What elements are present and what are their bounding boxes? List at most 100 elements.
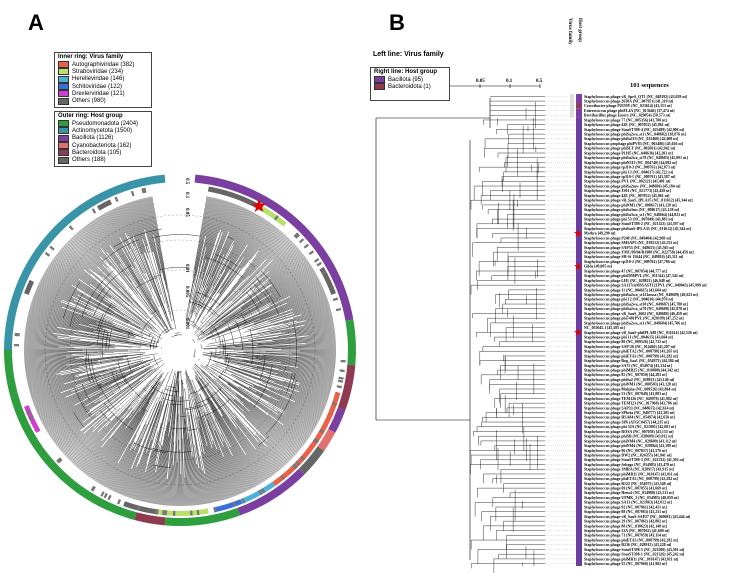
leaf-label: Staphylococcus phage Sebago (NC_054985) … [584,463,675,467]
leaf-label: Staphylococcus phage phiMR11 (NC_010147)… [584,557,678,561]
leaf-label: Staphylococcus phage 53 (NC_007049) [43,… [584,392,667,396]
leaf-label: Staphylococcus phage StauST398-5 (NC_023… [584,548,684,552]
leaf-label: Staphylococcus phage 92 (NC_007061) [42,… [584,505,667,509]
leaf-label: Staphylococcus phage vB_SauS-phiIPLA88 (… [584,331,698,335]
leaf-label: Staphylococcus phage phi2958PVL (NC_0113… [584,274,683,278]
star-marker-icon [574,328,582,336]
legend-label: Schitoviridae (122) [72,83,123,90]
leaf-label: Staphylococcus phage PVL (NC_002321) [41… [584,180,670,184]
leaf-label: Staphylococcus phage 42E (NC_007052) [45… [584,123,669,127]
leaf-label: Brevibacillus phage Emery (NC_029054) [5… [584,114,670,118]
scale-tick-label: 0.01 [184,264,189,273]
leaf-label: Staphylococcus phage 42E (NC_007052) [45… [584,194,669,198]
leaf-label: Staphylococcus phage phiETA3 (NC_008799)… [584,538,678,542]
leaf-label: Staphylococcus phage TEM123 (NC_017968) … [584,402,678,406]
leaf-label: Staphylococcus phage TEM126 (NC_049970) … [584,397,678,401]
leaf-label: Staphylococcus phage SAP33 (NC_048655) [… [584,246,674,250]
inner-legend-title: Inner ring: Virus family [58,54,124,60]
leaf-label: Staphylococcus phage 96 (NC_007057) [43,… [584,449,667,453]
leaf-label: Staphylococcus phage phi 13 (NC_004617) … [584,170,673,174]
leaf-label: Staphylococcus phage phiNM4 (NC_028864) … [584,444,677,448]
leaf-label: Staphylococcus phage 11 (NC_004615) [43,… [584,288,667,292]
leaf-label: Staphylococcus phage phiNM1 (NC_008583) … [584,383,677,387]
leaf-label: Staphylococcus phage P240 (NC_049404) [4… [584,236,671,240]
leaf-label: Staphylococcus phage phiSa2wa_st78 (NC_0… [584,156,688,160]
leaf-label: Staphylococcus phage 29 (NC_007061) [42,… [584,520,667,524]
outer-legend-item: Actinomycetota (1500) [55,127,151,135]
leaf-label: Staphylococcus phage phiSa3wa_st1 (NC_04… [584,213,686,217]
legend-label: Pseudomonadota (2404) [72,120,139,127]
leaf-label: Staphylococcus phage SH-St 15644 (NC_049… [584,255,683,259]
leaf-label: Staphylococcus phage StauST398-3 (NC_021… [584,458,684,462]
leaf-label: Staphylococcus phage phiNM4 (NC_028609) … [584,439,677,443]
leaf-label: Staphylococcus phage Henu2 (NC_054980) [… [584,491,674,495]
leaf-label: Staphylococcus phage phiSa2wa_st1 (NC_04… [584,133,686,137]
legend-label: Herelleviridae (146) [72,76,125,83]
leaf-label: Staphylococcus phage phi 12 (NC_004616) … [584,298,673,302]
legend-swatch [58,134,69,142]
inner-legend-item: Drexlerviridae (121) [55,90,151,98]
leaf-label: Staphylococcus phage phi7401PVL (NC_0201… [584,317,684,321]
right-line-title: Right line: Host group [374,69,437,75]
left-line-label: Left line: Virus family [373,51,444,58]
leaf-label: Staphylococcus phage phiSa3ms (NC_008617… [584,208,679,212]
legend-swatch [58,120,69,128]
leaf-label: Staphylococcus phage phiETA3 (NC_008799)… [584,354,678,358]
leaf-label: NC_055045.1 [45,585 nt] [584,326,625,330]
leaf-label: Staphylococcus phage phiSa2 (NC_028913) … [584,378,674,382]
leaf-label: Staphylococcus phage phiN315 (NC_004740)… [584,161,677,165]
inner-legend-item: Autographiviridae (382) [55,61,151,69]
leaf-label: Staphylococcus phage SP6 (ATGC0457) [44,… [584,420,669,424]
scale-tick-label: 0.005 [184,286,189,298]
leaf-label: Staphylococcus phage SAP33 (NC_048655) [… [584,406,674,410]
leaf-label: Staphylococcus phage phi 52A (NC_021001)… [584,425,676,429]
legend-swatch [58,61,69,69]
legend-label: Bacillota (1126) [72,135,114,142]
host-group-header: Host group [577,18,582,42]
leaf-label: Staphylococcus phage tp310-2 (NC_009762)… [584,260,675,264]
inner-legend-item: Others (980) [55,97,151,105]
leaf-label: Staphylococcus phage 80alpha (NC_009526)… [584,387,676,391]
legend-swatch [58,83,69,91]
circular-phylogenetic-tree [23,196,337,506]
leaf-label: Staphylococcus phage tp310-3 (NC_009763)… [584,166,675,170]
leaf-label: Staphylococcus phage vB_SauS-SAP27 (NC_0… [584,515,690,519]
leaf-label: Gilda [49,005 nt] [584,265,612,269]
legend-swatch [374,83,385,91]
legend-swatch [58,127,69,135]
legend-label: Cyanobacteriota (162) [72,142,132,149]
leaf-label: Staphylococcus phage vB_SpeS_QT1 (NC_048… [584,95,687,99]
inner-legend-item: Straboviridae (234) [55,68,151,76]
leaf-label: Staphylococcus phage phiSa119 (NC_025460… [584,137,678,141]
inner-legend-item: Schitoviridae (122) [55,83,151,91]
outer-legend-item: Pseudomonadota (2404) [55,120,151,128]
legend-label: Actinomycetota (1500) [72,127,133,134]
star-marker-icon [252,199,266,212]
leaf-label: Staphylococcus phage DW2 (NC_024355) [41… [584,453,672,457]
leaf-label: Staphylococcus phage phiMR25 (NC_010808)… [584,369,679,373]
star-marker-icon [574,262,582,270]
outer-legend-item: Others (188) [55,156,151,164]
leaf-label: Staphylococcus phage 77 (NC_005356) [41,… [584,118,667,122]
leaf-label: Staphylococcus phage 47 (NC_007054) [44,… [584,269,667,273]
leaf-label: Staphylococcus phage phi 53 (NC_007049) … [584,217,673,221]
right-line-legend: Right line: Host group Bacillota (95)Bac… [370,67,450,101]
leaf-label: Staphylococcus phage 80 (NC_009526) [42,… [584,340,667,344]
scale-tick-label: 0.1 [184,192,189,199]
legend-swatch [58,75,69,83]
leaf-label: Staphylococcus phage phiSB (NC_028609) [… [584,435,673,439]
legend-swatch [58,90,69,98]
host-legend-item: Bacteroidota (1) [371,83,449,91]
legend-label: Bacteroidota (105) [72,149,122,156]
legend-swatch [58,149,69,157]
legend-label: Bacillota (95) [388,76,424,83]
star-marker-icon [574,229,582,237]
leaf-label: Staphylococcus phage StauST398-2 (NC_021… [584,222,684,226]
leaf-label: Staphylococcus phage 85 (NC_007050) [44,… [584,373,667,377]
outer-legend-item: Bacteroidota (105) [55,149,151,157]
legend-label: Autographiviridae (382) [72,61,135,68]
leaf-label: Staphylococcus phage LH1 (NC_028821) [46… [584,279,670,283]
leaf-label-list: Staphylococcus phage vB_SpeS_QT1 (NC_048… [584,95,707,566]
star-markers [574,229,582,336]
